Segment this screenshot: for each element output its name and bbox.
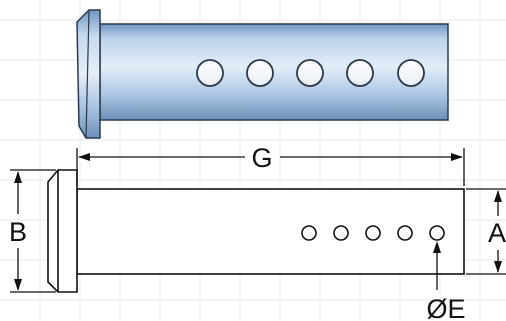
hole-3d — [246, 59, 274, 87]
dimension-a — [466, 188, 506, 275]
hole-outline — [397, 225, 413, 241]
pin-shaft-3d — [99, 23, 449, 121]
hole-3d — [196, 59, 224, 87]
dimension-e-leader — [433, 241, 441, 290]
dimension-g — [76, 148, 465, 186]
hole-3d — [346, 59, 374, 87]
hole-outline — [429, 225, 445, 241]
pin-illustration — [76, 9, 449, 139]
pin-drawing — [47, 169, 465, 293]
label-g: G — [251, 143, 272, 173]
hole-outline — [301, 225, 317, 241]
pin-holes-outline — [301, 225, 445, 241]
hole-outline — [333, 225, 349, 241]
pin-head-outline — [47, 169, 78, 293]
label-e: ØE — [426, 294, 465, 321]
label-a: A — [488, 218, 506, 248]
hole-3d — [296, 59, 324, 87]
hole-outline — [365, 225, 381, 241]
hole-3d — [397, 59, 425, 87]
pin-holes-3d — [196, 59, 425, 87]
label-b: B — [9, 217, 27, 247]
dimension-b — [10, 169, 56, 293]
pin-head-edge — [85, 9, 90, 139]
